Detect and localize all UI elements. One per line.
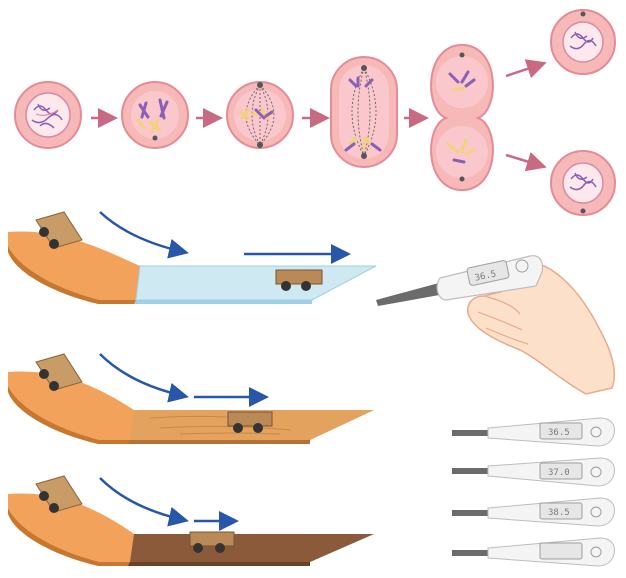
arrow-5b-icon [505,152,547,172]
toy-car-bottom-2-icon [227,411,273,433]
toy-car-bottom-3-icon [189,531,235,553]
digital-thermometer-4-icon [452,537,615,567]
cell-metaphase-icon [226,81,294,149]
toy-car-top-2-icon [35,353,83,391]
digital-thermometer-3-icon: 38.5 [452,497,615,527]
mitosis-sequence [14,9,616,216]
ramp-experiment-glass [8,211,377,304]
motion-arrow-slope-3-icon [99,477,189,527]
ramp-experiment-soil [8,475,374,566]
cell-interphase-icon [14,81,82,149]
daughter-cell-top-icon [550,9,616,75]
thermometer-hand-reading: 36.5 [474,269,497,283]
thermometer-row: 36.5 37.0 38.5 [452,417,615,567]
hand-with-thermometer: 36.5 [376,255,616,395]
cell-prophase-icon [121,81,189,149]
ramp-experiment-wood [8,353,374,444]
toy-car-top-1-icon [35,211,83,249]
cell-anaphase-icon [330,56,398,168]
thermometer-2-reading: 37.0 [548,468,570,478]
cell-telophase-icon [430,43,494,192]
daughter-cell-bottom-icon [550,150,616,216]
toy-car-bottom-1-icon [275,269,323,291]
motion-arrow-slope-2-icon [99,353,189,403]
digital-thermometer-2-icon: 37.0 [452,457,615,487]
thermometer-3-reading: 38.5 [548,508,570,518]
toy-car-top-3-icon [35,475,83,513]
hand-icon [466,261,616,395]
thermometer-1-reading: 36.5 [548,428,570,438]
digital-thermometer-1-icon: 36.5 [452,417,615,447]
motion-arrow-slope-1-icon [99,211,189,259]
arrow-5a-icon [505,59,547,79]
digital-thermometer-hand-icon: 36.5 [376,255,544,306]
